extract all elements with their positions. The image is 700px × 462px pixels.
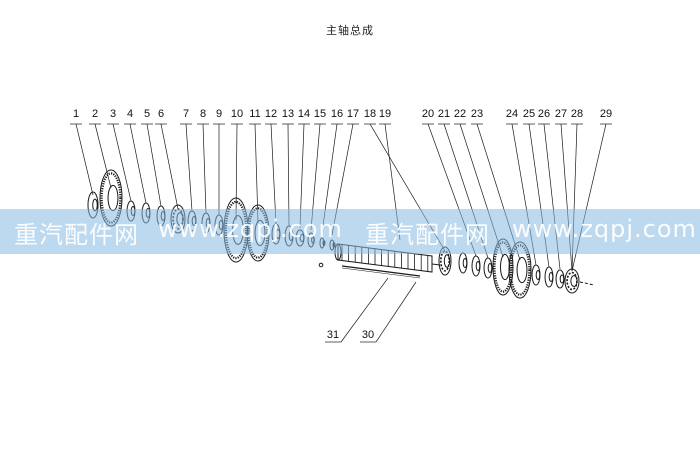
callout-label: 24 — [506, 108, 518, 120]
callout-label: 16 — [331, 108, 343, 120]
callout-label: 25 — [523, 108, 535, 120]
snap-ring-icon-bore — [462, 258, 468, 268]
leader-line — [146, 123, 162, 207]
callout-label: 15 — [314, 108, 326, 120]
leader-line — [185, 123, 193, 212]
callout-label: 21 — [438, 108, 450, 120]
callout-label: 1 — [73, 108, 79, 120]
rod-edge — [341, 267, 421, 279]
callout-label: 7 — [183, 108, 189, 120]
callout-label: 27 — [555, 108, 567, 120]
snap-ring-icon-bore — [535, 270, 541, 280]
leader-line — [202, 123, 207, 214]
callout-label: 28 — [571, 108, 583, 120]
bearing-rollers — [566, 271, 578, 291]
gear-icon-bore — [107, 184, 119, 212]
leader-line — [129, 123, 147, 204]
watermark-band: 重汽配件网 www.zqpj.com 重汽配件网 www.zqpj.com — [0, 209, 700, 254]
callout-label: 29 — [600, 108, 612, 120]
diagram-title: 主轴总成 — [326, 24, 374, 37]
callout-label: 22 — [454, 108, 466, 120]
callout-label: 10 — [231, 108, 243, 120]
callout-label: 5 — [144, 108, 150, 120]
gear-icon-bore — [500, 253, 510, 281]
shaft-journal — [431, 263, 441, 266]
callout-label: 4 — [127, 108, 133, 120]
callout-label: 30 — [362, 329, 374, 341]
leader-line — [75, 123, 94, 196]
callout-label: 26 — [538, 108, 550, 120]
rod-icon — [341, 265, 421, 277]
snap-ring-icon — [458, 252, 468, 274]
leader-line — [160, 123, 179, 210]
gear-teeth — [509, 244, 531, 296]
callout-label: 23 — [471, 108, 483, 120]
callout-label: 12 — [265, 108, 277, 120]
callout-label: 9 — [216, 108, 222, 120]
snap-ring-icon-bore — [548, 272, 554, 282]
snap-ring-icon — [471, 255, 481, 277]
callout-label: 3 — [110, 108, 116, 120]
leader-line — [254, 123, 259, 224]
bearing-icon — [564, 268, 580, 294]
callout-label: 2 — [92, 108, 98, 120]
snap-ring-icon-bore — [559, 274, 565, 284]
callout-label: 18 — [364, 108, 376, 120]
callout-label: 13 — [282, 108, 294, 120]
snap-ring-icon — [544, 266, 554, 288]
snap-ring-icon-bore — [487, 263, 493, 273]
callout-label: 6 — [158, 108, 164, 120]
bearing-rollers — [439, 250, 450, 272]
callout-label: 8 — [200, 108, 206, 120]
leader-line — [112, 123, 132, 202]
shaft-axis-line — [579, 281, 595, 286]
leader-line — [94, 123, 112, 189]
snap-ring-icon — [555, 269, 565, 289]
callout-label: 11 — [249, 108, 260, 120]
watermark-text: 重汽配件网 — [14, 221, 139, 249]
snap-ring-icon-bore — [475, 261, 481, 271]
leader-line — [340, 277, 389, 343]
callout-label: 19 — [379, 108, 391, 120]
leader-line — [375, 281, 417, 343]
snap-ring-icon — [483, 257, 493, 279]
pin-icon — [318, 262, 324, 268]
callout-label: 14 — [298, 108, 310, 120]
watermark-url: www.zqpj.com — [158, 215, 343, 243]
gear-icon-bore — [516, 256, 528, 284]
watermark-url: www.zqpj.com — [512, 215, 697, 243]
snap-ring-icon — [531, 264, 541, 286]
callout-label: 31 — [327, 329, 339, 341]
leader-line — [270, 123, 277, 225]
leader-line — [235, 123, 238, 221]
gear-teeth — [100, 172, 122, 224]
callout-label: 17 — [347, 108, 359, 120]
callout-label: 20 — [422, 108, 434, 120]
watermark-text: 重汽配件网 — [365, 221, 490, 249]
